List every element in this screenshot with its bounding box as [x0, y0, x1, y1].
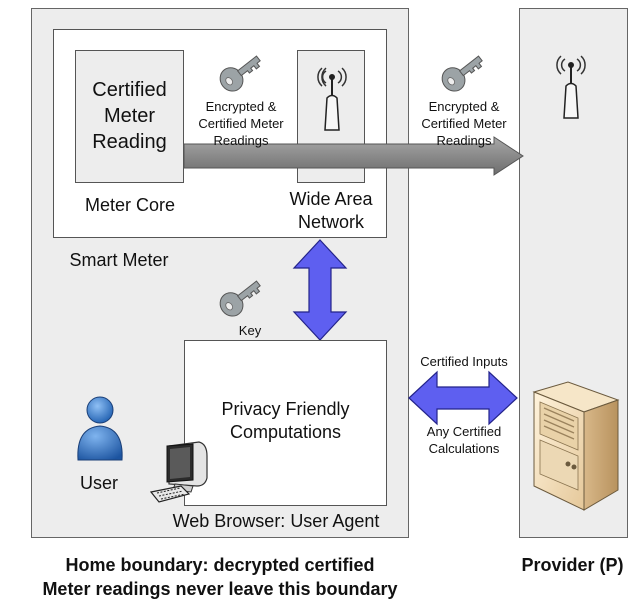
web-browser-label: Web Browser: User Agent — [172, 511, 380, 531]
key-icon — [441, 55, 483, 92]
key-label: Key — [238, 323, 262, 338]
outer-encrypted-label: Encrypted & Certified Meter Readings — [421, 99, 507, 148]
computer-icon — [149, 441, 208, 503]
key-icon — [219, 280, 261, 317]
home-boundary-caption: Home boundary: decrypted certified Meter… — [42, 555, 398, 599]
antenna-icon — [317, 67, 347, 131]
certified-reading-label: Certified Meter Reading — [92, 79, 167, 153]
any-certified-calculations-label: Any Certified Calculations — [426, 424, 502, 456]
meter-core-label: Meter Core — [84, 195, 176, 215]
server-icon — [532, 381, 620, 511]
antenna-icon — [556, 55, 586, 119]
certified-inputs-label: Certified Inputs — [420, 354, 508, 369]
provider-caption: Provider (P) — [521, 555, 624, 575]
certified-exchange-arrow — [408, 370, 518, 426]
wan-label: Wide Area Network — [289, 189, 373, 232]
key-icon — [219, 55, 261, 92]
privacy-computations-label: Privacy Friendly Computations — [221, 399, 350, 442]
user-label: User — [79, 473, 118, 493]
smart-meter-label: Smart Meter — [69, 250, 169, 270]
meter-core-box — [75, 50, 184, 183]
user-icon — [77, 396, 123, 461]
inner-encrypted-label: Encrypted & Certified Meter Readings — [198, 99, 284, 148]
privacy-computations-box — [184, 340, 387, 506]
key-exchange-arrow — [292, 239, 348, 341]
